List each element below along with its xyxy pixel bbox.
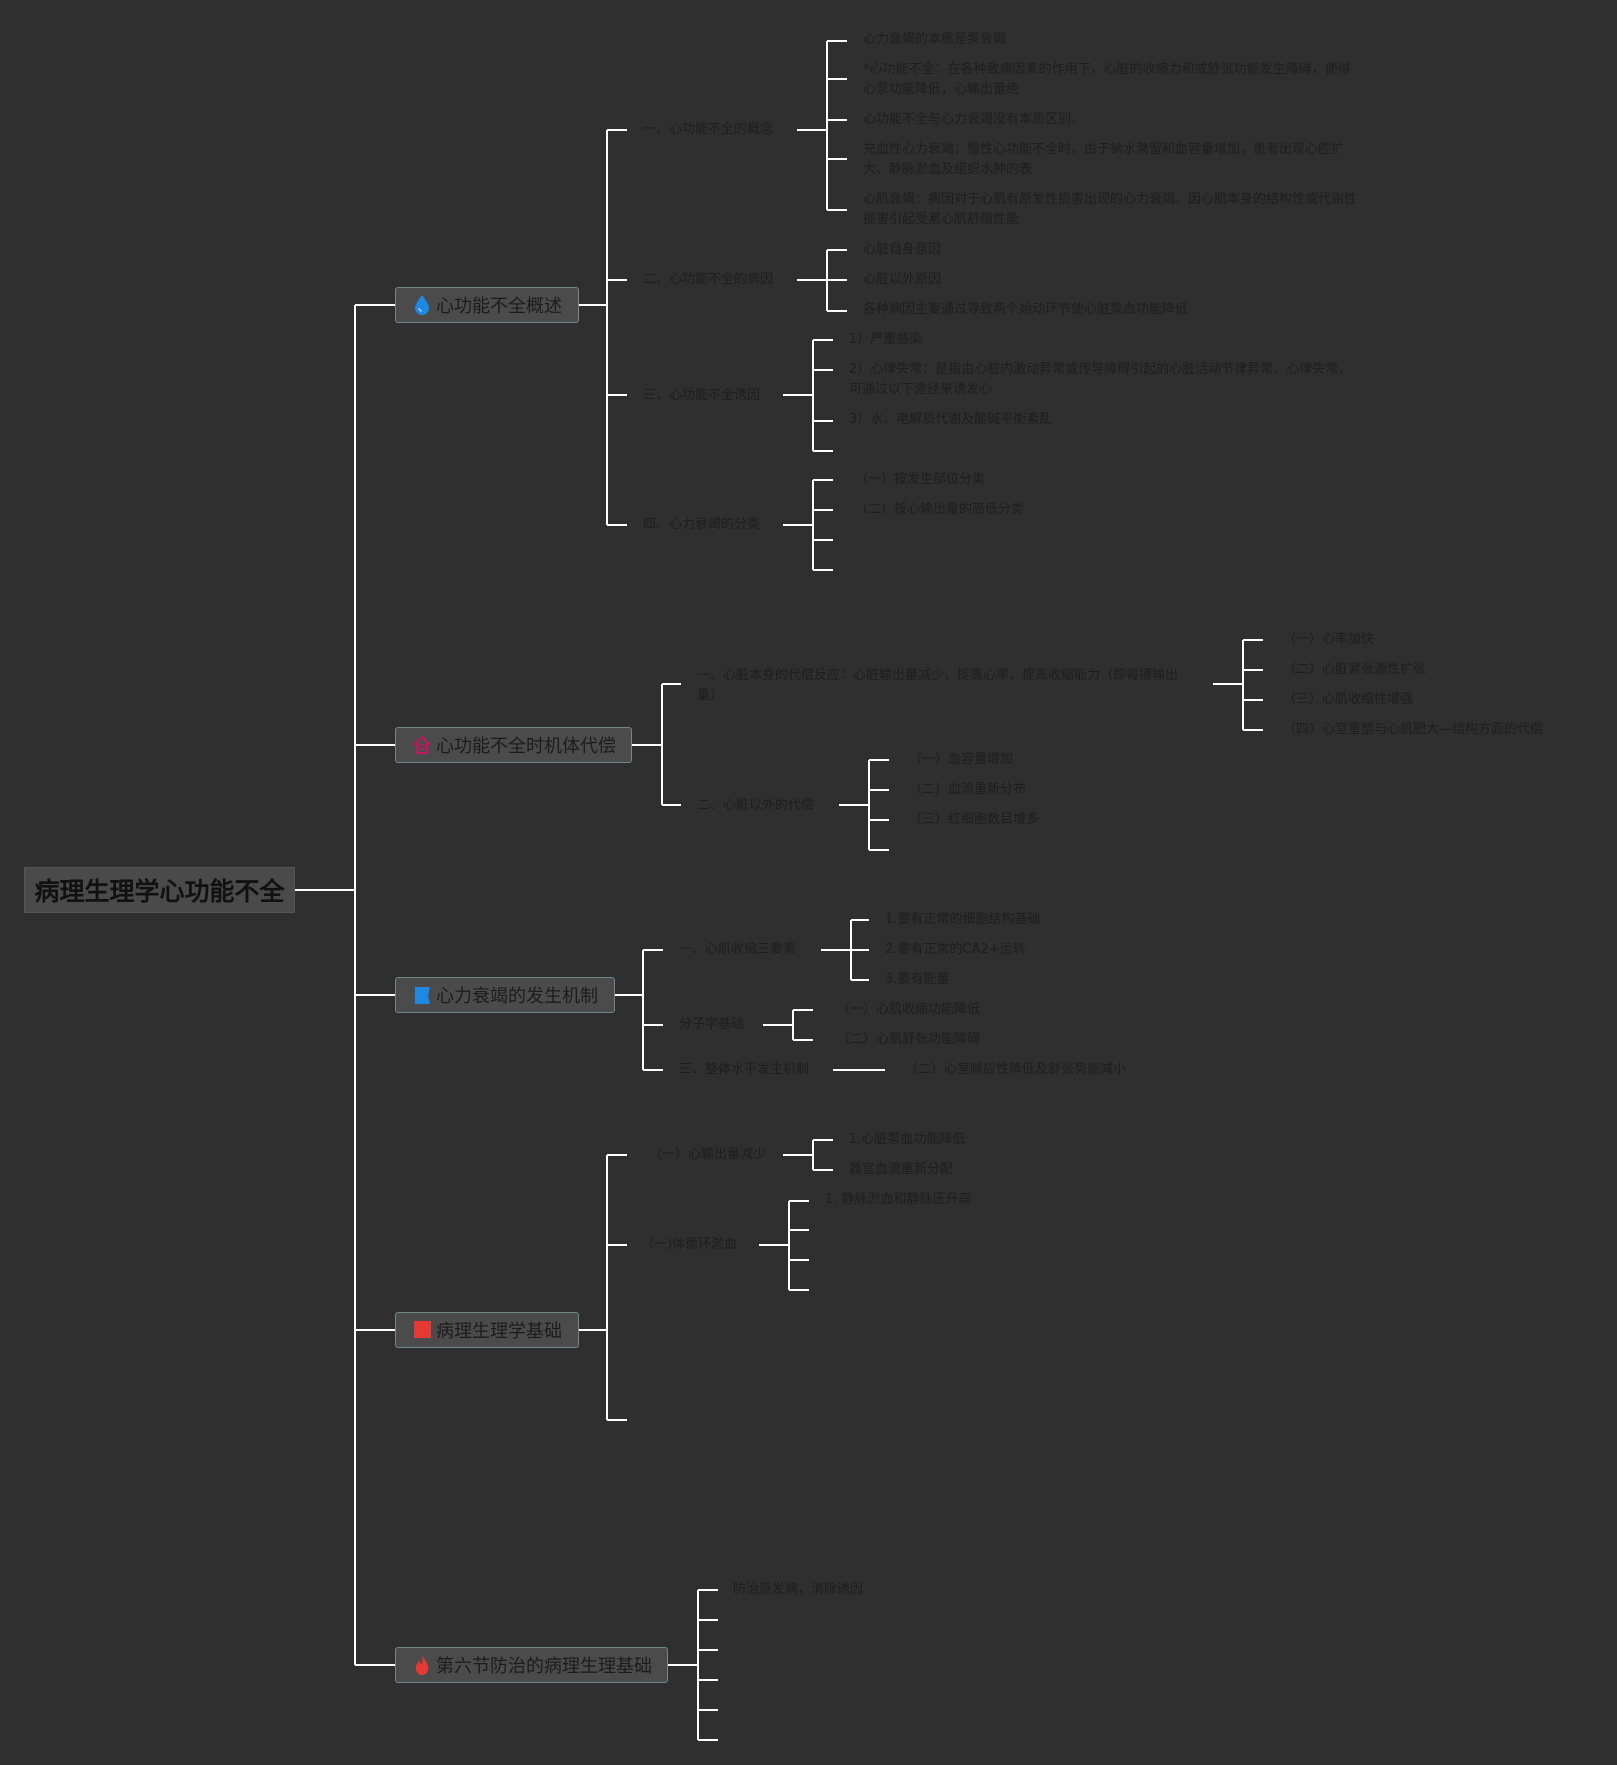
leaf-item[interactable]: 3.要有能量: [885, 972, 950, 987]
red-flag-icon: [414, 1321, 431, 1338]
leaf-item[interactable]: （一）按发生部位分类: [855, 472, 986, 487]
sub-cause[interactable]: 二、心功能不全的病因: [643, 272, 774, 287]
sub-concept[interactable]: 一、心功能不全的概念: [643, 122, 774, 137]
blue-flag-icon: [415, 987, 430, 1004]
water-drop-icon: [415, 295, 429, 315]
branch-prevention[interactable]: 第六节防治的病理生理基础: [395, 1647, 668, 1683]
sub-systemic-congestion[interactable]: （一)体循环淤血: [641, 1237, 738, 1252]
leaf-item[interactable]: 充血性心力衰竭：慢性心功能不全时，由于钠水潴留和血容量增加，患者出现心腔扩大、静…: [863, 142, 1345, 177]
leaf-item[interactable]: （二）按心输出量的高低分类: [855, 502, 1025, 517]
leaf-item[interactable]: 2.要有正常的CA2+运转: [885, 942, 1026, 957]
leaf-item[interactable]: 1.要有正常的细胞结构基础: [885, 912, 1041, 927]
branch-mechanism[interactable]: 心力衰竭的发生机制: [395, 977, 615, 1013]
leaf-item[interactable]: （三）心肌收缩性增强: [1283, 692, 1414, 707]
leaf-item[interactable]: 心力衰竭的本质是泵衰竭: [863, 32, 1007, 47]
leaf-item[interactable]: （二）心室顺应性降低及舒张势能减小: [905, 1062, 1127, 1077]
leaf-item[interactable]: （二）心脏紧张源性扩张: [1283, 662, 1427, 677]
leaf-item[interactable]: （二）血流重新分布: [909, 782, 1027, 797]
leaf-item[interactable]: （二）心肌舒张功能障碍: [837, 1032, 981, 1047]
sub-inducement[interactable]: 三、心功能不全诱因: [643, 388, 761, 403]
leaf-item[interactable]: 心肌衰竭：病因对于心肌有原发性损害出现的心力衰竭。因心肌本身的结构性或代谢性损害…: [863, 192, 1358, 227]
branch-label: 心功能不全时机体代偿: [436, 736, 616, 757]
branch-label: 第六节防治的病理生理基础: [436, 1656, 652, 1677]
sub-molecular[interactable]: 分子学基础: [679, 1017, 745, 1032]
root-topic[interactable]: 病理生理学心功能不全: [24, 867, 295, 913]
branch-overview[interactable]: 心功能不全概述: [395, 287, 579, 323]
leaf-item[interactable]: （三）红细胞数目增多: [909, 812, 1040, 827]
leaf-item[interactable]: 心功能不全与心力衰竭没有本质区别。: [863, 112, 1085, 127]
leaf-item[interactable]: 1. 静脉淤血和静脉压升高: [825, 1192, 972, 1207]
fire-icon: [415, 1655, 429, 1675]
leaf-item[interactable]: （一）血容量增加: [909, 752, 1014, 767]
branch-compensation[interactable]: 心功能不全时机体代偿: [395, 727, 632, 763]
sub-extracardiac[interactable]: 二、心脏以外的代偿: [697, 798, 815, 813]
leaf-item[interactable]: 器官血流重新分配: [849, 1162, 954, 1177]
leaf-item[interactable]: *心功能不全：在各种致病因素的作用下，心脏的收缩力和或舒张功能发生障碍，使得心泵…: [863, 62, 1351, 97]
branch-label: 病理生理学基础: [436, 1321, 562, 1342]
leaf-item[interactable]: （四）心室重塑与心肌肥大—结构方面的代偿: [1283, 722, 1544, 737]
leaf-item[interactable]: 心脏自身原因: [863, 242, 942, 257]
sub-output-decrease[interactable]: （一）心输出量减少: [649, 1147, 767, 1162]
sub-classification[interactable]: 四、心力衰竭的分类: [643, 517, 761, 532]
leaf-item[interactable]: （一）心肌收缩功能降低: [837, 1002, 981, 1017]
sub-heart-compensation[interactable]: 一、心脏本身的代偿反应：心脏输出量减少，提高心率，提高收缩能力（即每搏输出量）: [697, 668, 1179, 703]
sub-three-elements[interactable]: 一、心肌收缩三要素: [679, 942, 797, 957]
leaf-item[interactable]: （一）心率加快: [1283, 632, 1375, 647]
sub-overall[interactable]: 三、整体水平发生机制: [679, 1062, 810, 1077]
leaf-item[interactable]: 各种病因主要通过导致两个始动环节使心脏泵血功能降低: [863, 302, 1189, 317]
leaf-item[interactable]: 1.心脏泵血功能降低: [849, 1132, 966, 1147]
branch-label: 心功能不全概述: [436, 296, 562, 317]
leaf-item[interactable]: 1）严重感染: [849, 332, 923, 347]
branch-pathophysiology[interactable]: 病理生理学基础: [395, 1312, 579, 1348]
leaf-item[interactable]: 3）水、电解质代谢及酸碱平衡紊乱: [849, 412, 1053, 427]
house-icon: [413, 735, 431, 754]
leaf-item[interactable]: 心脏以外原因: [863, 272, 942, 287]
leaf-item[interactable]: 防治原发病，消除诱因: [733, 1582, 864, 1597]
leaf-item[interactable]: 2）心律失常：是指由心脏内激动异常或传导障碍引起的心脏活动节律异常。心律失常，可…: [849, 362, 1352, 397]
branch-label: 心力衰竭的发生机制: [436, 986, 598, 1007]
